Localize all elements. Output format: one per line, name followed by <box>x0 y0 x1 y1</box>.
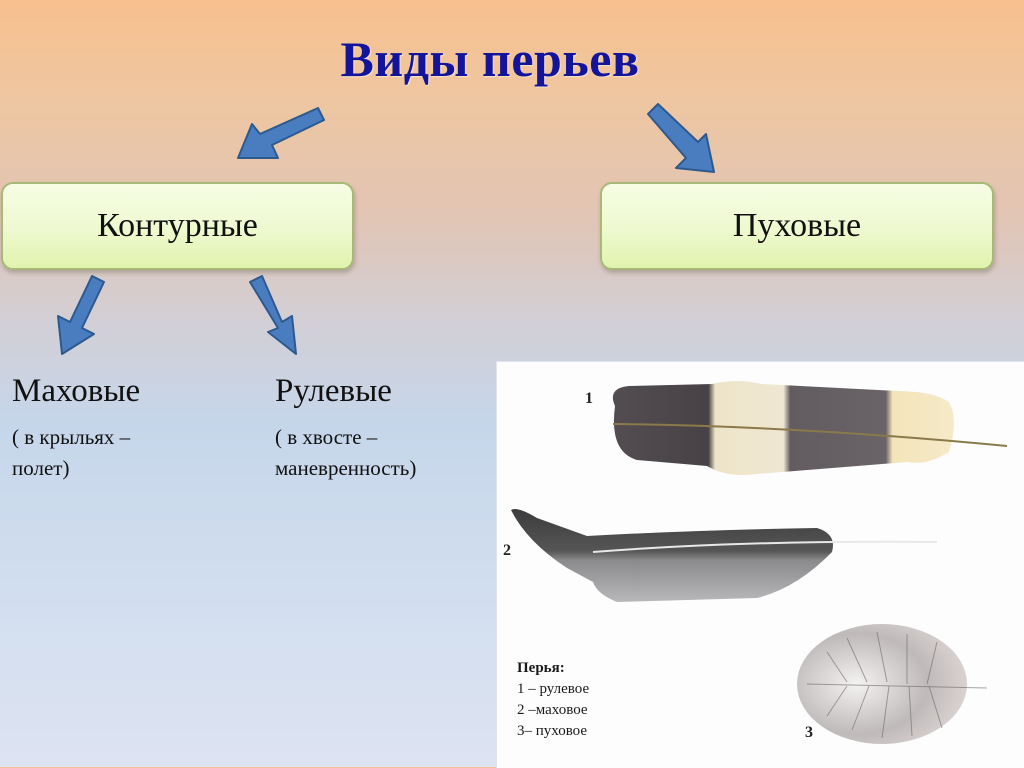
arrow-to-down-icon <box>647 103 715 173</box>
tail-feathers-note-line2: маневренность) <box>275 456 417 480</box>
tail-feathers-note-line1: ( в хвосте – <box>275 425 378 449</box>
contour-feathers-label: Контурные <box>97 207 258 244</box>
flight-feathers-note-line2: полет) <box>12 456 70 480</box>
contour-feathers-box: Контурные <box>1 182 354 270</box>
feather-number-1: 1 <box>585 390 593 407</box>
feather-illustration: 1 2 3 Перья: 1 – рулевое 2 –маховое 3– п… <box>496 361 1024 768</box>
arrow-to-contour-icon <box>237 107 325 159</box>
tail-feathers-label: Рулевые <box>275 373 392 409</box>
down-feathers-label: Пуховые <box>732 207 862 244</box>
feathers-drawing <box>511 381 1008 744</box>
slide-title: Виды перьев <box>340 31 640 87</box>
legend-title: Перья: <box>517 660 565 676</box>
feather-legend: Перья: 1 – рулевое 2 –маховое 3– пуховое <box>517 658 589 742</box>
flight-feathers-note-line1: ( в крыльях – <box>12 425 131 449</box>
arrow-to-tail-icon <box>249 275 297 355</box>
arrow-to-flight-icon <box>57 275 105 355</box>
flight-feathers-label: Маховые <box>12 373 141 409</box>
flight-feathers-note: ( в крыльях – полет) <box>12 422 130 484</box>
down-feathers-box: Пуховые <box>600 182 994 270</box>
legend-item: 1 – рулевое <box>517 681 590 697</box>
feather-number-3: 3 <box>805 724 813 741</box>
feather-number-2: 2 <box>503 542 511 559</box>
tail-feathers-note: ( в хвосте – маневренность) <box>275 422 416 484</box>
legend-item: 2 –маховое <box>517 702 588 718</box>
legend-item: 3– пуховое <box>517 723 588 739</box>
